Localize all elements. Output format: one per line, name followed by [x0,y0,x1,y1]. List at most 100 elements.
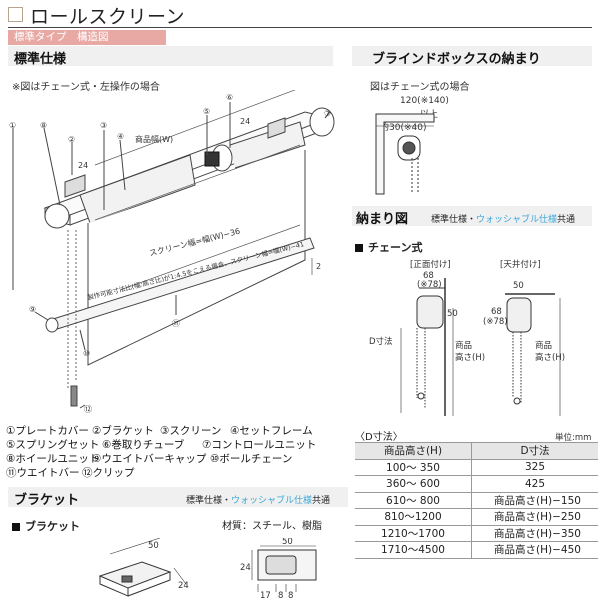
front-dim-68: 68 [423,271,434,281]
callout-9: ⑨ [29,305,36,314]
table-cell: 360〜 600 [355,475,472,493]
front-dim-50: 50 [447,309,458,319]
ceil-dim-50: 50 [513,281,524,291]
front-h-label-1: 商品 [455,340,472,351]
legend-item: ①プレートカバー [6,425,89,437]
table-cell: 610〜 800 [355,492,472,509]
front-dim-78: (※78) [417,280,442,290]
legend-item: ⑤スプリングセット [6,439,100,451]
callout-6: ⑥ [226,93,233,102]
ceiling-mount-label: [天井付け] [500,260,541,270]
chain-type-label: チェーン式 [355,239,422,255]
front-mount-label: [正面付け] [410,260,451,270]
callout-2: ② [68,135,75,144]
callout-10: ⑩ [83,349,90,358]
fit-heading: 納まり図 [356,212,409,227]
title-square-icon [8,7,23,22]
bracket-material: 材質：スチール、樹脂 [222,521,322,532]
dim-2: 2 [316,262,321,271]
blindbox-heading: ブラインドボックスの納まり [372,52,541,67]
legend-item: ②ブラケット [92,425,154,437]
blindbox-dim-top: 120(※140) [400,96,449,106]
table-cell: 商品高さ(H)−150 [471,492,598,509]
standard-heading: 標準仕様 [14,52,67,67]
dim-24-right: 24 [240,117,250,126]
callout-12: ⑫ [84,405,92,414]
bracket-drawings: 50 24 50 24 17 8 8 [98,538,317,598]
legend-item: ③スクリーン [160,425,222,437]
bracket-front-dim-17: 17 [260,591,271,598]
title-divider [8,27,592,28]
blindbox-section-band [352,46,592,66]
bracket-front-dim-50: 50 [282,538,293,547]
bracket-front-dim-24: 24 [240,563,251,573]
callout-11: ⑪ [172,319,180,328]
legend-item: ⑪ウエイトバー [6,467,80,479]
dtable-unit: 単位:mm [555,433,592,443]
callout-1: ① [9,121,16,130]
bracket-front-dim-8b: 8 [288,591,293,598]
legend-item: ⑧ホイールユニット [6,453,100,465]
dtable-header-d: D寸法 [471,442,598,460]
fit-section-band [352,206,592,226]
table-cell: 100〜 350 [355,459,472,476]
bracket-spec: 標準仕様・ウォッシャブル仕様共通 [186,496,331,506]
table-cell: 商品高さ(H)−350 [471,525,598,542]
table-cell: 425 [471,475,598,493]
legend-item: ⑩ボールチェーン [210,453,293,465]
roll-screen-structure-diagram: ① ⑧ ② ③ ④ ⑤ ⑥ ⑦ ⑨ ⑩ ⑪ ⑫ 商品幅(W) 24 24 スクリ… [9,90,335,414]
product-width-label: 商品幅(W) [135,134,173,144]
bracket-iso-dim-24: 24 [178,581,189,591]
legend-item: ⑥巻取りチューブ [102,439,185,451]
ceil-h-label-1: 商品 [535,340,552,351]
callout-5: ⑤ [203,107,210,116]
front-h-label-2: 高さ(H) [455,352,485,363]
table-cell: 325 [471,459,598,476]
dtable-header-height: 商品高さ(H) [355,442,472,460]
callout-4: ④ [117,132,124,141]
table-cell: 810〜1200 [355,508,472,526]
legend-item: ④セットフレーム [230,425,313,437]
page-title: ロールスクリーン [30,6,186,28]
type-tag: 標準タイプ 構造図 [8,30,166,45]
table-cell: 商品高さ(H)−250 [471,508,598,526]
table-cell: 1710〜4500 [355,541,472,559]
table-cell: 1210〜1700 [355,525,472,542]
standard-section-band [8,46,333,66]
fit-diagrams: 68 (※78) 50 D寸法 商品 高さ(H) 50 68 (※78) 商品 … [369,271,565,416]
dim-24-left: 24 [78,161,88,170]
callout-8: ⑧ [40,121,47,130]
blindbox-dim-inner: 約30(※40) [380,123,427,133]
front-d-label: D寸法 [369,336,393,347]
ceil-dim-78: (※78) [483,317,508,327]
ceil-h-label-2: 高さ(H) [535,352,565,363]
legend-item: ⑫クリップ [82,467,135,479]
bracket-front-dim-8a: 8 [278,591,283,598]
blindbox-note: 図はチェーン式の場合 [370,82,470,93]
bracket-section-band [8,487,348,507]
dtable-title: 〈D寸法〉 [355,432,403,443]
fit-spec: 標準仕様・ウォッシャブル仕様共通 [431,215,576,225]
standard-note: ※図はチェーン式・左操作の場合 [12,82,160,93]
blindbox-diagram [375,113,435,195]
bracket-heading: ブラケット [14,493,80,508]
legend-item: ⑨ウエイトバーキャップ [92,453,207,465]
callout-7: ⑦ [324,109,331,118]
table-cell: 商品高さ(H)−450 [471,541,598,559]
ceil-dim-68: 68 [491,307,502,317]
callout-3: ③ [100,121,107,130]
legend-item: ⑦コントロールユニット [202,439,317,451]
bracket-iso-dim-50: 50 [148,541,159,551]
